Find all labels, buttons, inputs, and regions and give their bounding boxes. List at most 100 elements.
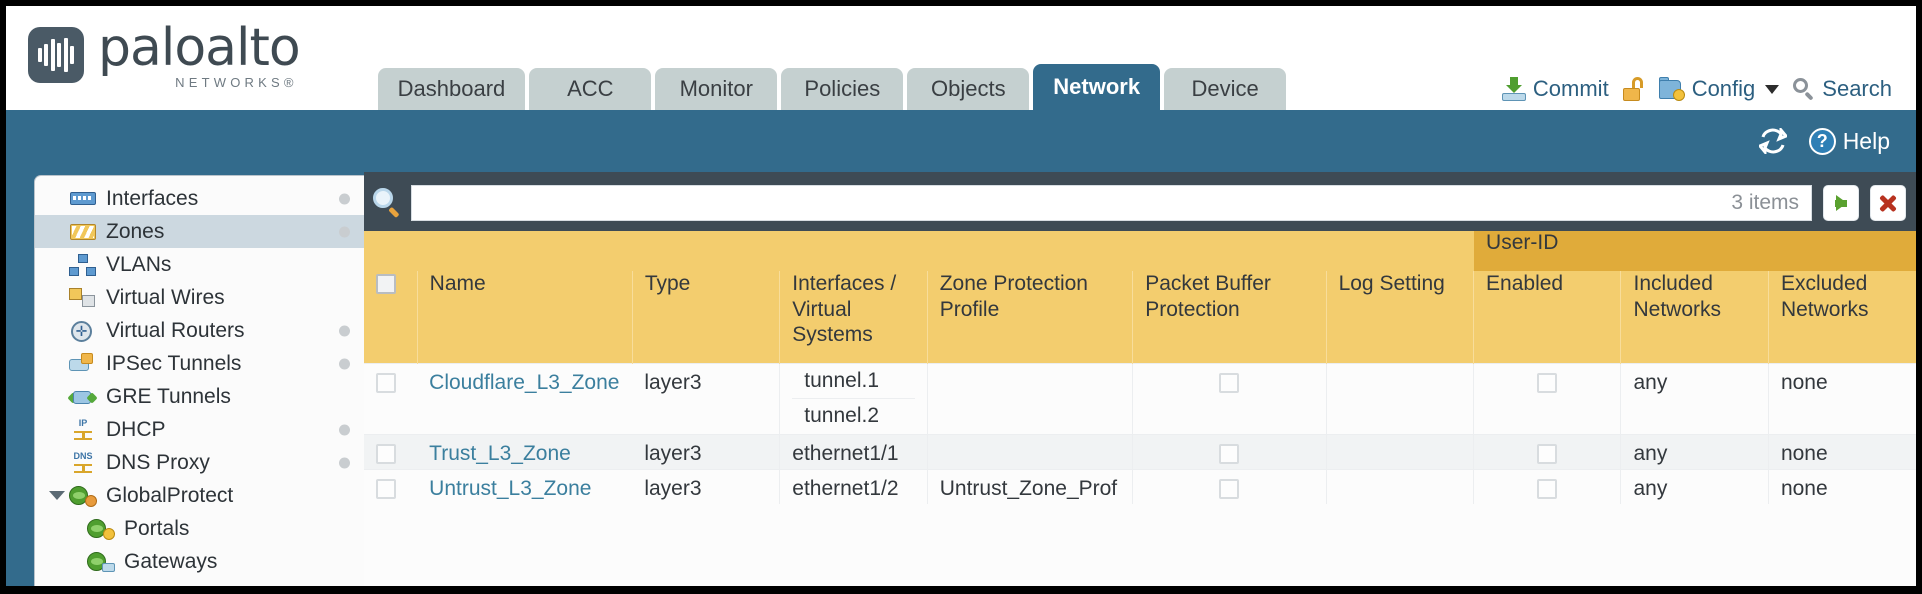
packet-buffer-protection-checkbox[interactable] [1219,372,1240,393]
vlans-icon [69,253,97,276]
table-row[interactable]: Cloudflare_L3_Zone layer3 tunnel.1 tunne… [364,362,1916,434]
userid-enabled-checkbox[interactable] [1537,443,1558,464]
secondary-toolbar: ? Help [6,110,1916,172]
userid-enabled-checkbox[interactable] [1537,478,1558,499]
sidebar-panel: Interfaces Zones VLANs [34,175,364,586]
packet-buffer-protection-checkbox[interactable] [1219,478,1240,499]
sidebar-item-virtual-routers[interactable]: Virtual Routers [35,314,364,347]
zone-name-link[interactable]: Trust_L3_Zone [429,441,571,465]
interfaces-icon [69,188,97,210]
table-row[interactable]: Untrust_L3_Zone layer3 ethernet1/2 Untru… [364,468,1916,504]
column-header-packet-buffer-protection[interactable]: Packet Buffer Protection [1132,271,1327,363]
column-header-log-setting[interactable]: Log Setting [1325,271,1474,363]
logo-wordmark: paloalto [98,17,301,78]
column-header-interfaces[interactable]: Interfaces / Virtual Systems [779,271,928,363]
tab-network[interactable]: Network [1033,64,1161,110]
excluded-networks: none [1780,370,1828,394]
zone-type: layer3 [644,441,702,465]
paloalto-logo: paloalto NETWORKS® [28,17,301,90]
zone-type: layer3 [644,476,702,500]
column-header-enabled[interactable]: Enabled [1473,271,1621,363]
sidebar-item-virtual-wires[interactable]: Virtual Wires [35,281,364,314]
sidebar-item-gateways[interactable]: Gateways [35,545,364,578]
commit-label: Commit [1532,76,1609,101]
commit-icon [1501,77,1526,101]
packet-buffer-protection-checkbox[interactable] [1219,443,1240,464]
dns-proxy-icon: DNS [70,451,98,474]
config-menu[interactable]: Config [1658,76,1780,102]
sidebar-item-interfaces[interactable]: Interfaces [35,182,364,215]
sidebar-item-gre-tunnels[interactable]: GRE Tunnels [35,380,364,413]
zone-name-link[interactable]: Untrust_L3_Zone [429,476,592,500]
column-header-type[interactable]: Type [631,271,780,363]
commit-button[interactable]: Commit [1501,76,1609,102]
items-count-label: 3 items [1731,191,1799,214]
column-header-zone-protection-profile[interactable]: Zone Protection Profile [926,271,1133,363]
column-header-excluded-networks[interactable]: Excluded Networks [1767,271,1916,363]
logo-subtext: NETWORKS® [175,74,298,90]
ipsec-tunnels-icon [69,352,97,375]
tab-monitor[interactable]: Monitor [655,68,778,110]
row-checkbox[interactable] [376,443,396,464]
sidebar-item-label: Virtual Wires [106,285,225,309]
group-header-userid: User-ID [1473,231,1916,271]
included-networks: any [1633,370,1668,394]
sidebar-item-portals[interactable]: Portals [35,512,364,545]
zones-table-container: User-ID Name Type Interfaces / Virtual S… [364,231,1916,586]
zone-type: layer3 [644,370,702,394]
search-icon [1793,78,1815,101]
log-setting [1339,435,1461,442]
sidebar-item-label: GlobalProtect [106,483,234,507]
tab-device[interactable]: Device [1164,68,1287,110]
sidebar-item-vlans[interactable]: VLANs [35,248,364,281]
sidebar-item-label: DNS Proxy [106,450,210,474]
virtual-routers-icon [69,320,97,342]
tab-dashboard[interactable]: Dashboard [377,68,526,110]
sidebar-item-ipsec-tunnels[interactable]: IPSec Tunnels [35,347,364,380]
help-icon: ? [1808,127,1836,155]
table-row[interactable]: Trust_L3_Zone layer3 ethernet1/1 any non… [364,433,1916,469]
expander-triangle-icon[interactable] [49,491,65,500]
refresh-icon[interactable] [1758,128,1787,154]
row-checkbox[interactable] [376,372,396,393]
sidebar-item-zones[interactable]: Zones [35,215,364,248]
apply-filter-button[interactable] [1823,185,1859,221]
zone-name-link[interactable]: Cloudflare_L3_Zone [429,370,620,394]
status-dot [339,193,350,204]
gateways-icon [87,551,115,573]
sidebar-item-dns-proxy[interactable]: DNS DNS Proxy [35,446,364,479]
interface-item: tunnel.2 [804,404,879,427]
globalprotect-icon [69,485,97,507]
green-arrow-icon [1834,195,1847,211]
row-checkbox[interactable] [376,478,396,499]
search-button[interactable]: Search [1793,76,1892,102]
userid-enabled-checkbox[interactable] [1537,372,1558,393]
sidebar-item-globalprotect[interactable]: GlobalProtect [35,479,364,512]
sidebar-item-dhcp[interactable]: IP DHCP [35,413,364,446]
column-header-included-networks[interactable]: Included Networks [1620,271,1769,363]
column-header-name[interactable]: Name [416,271,633,363]
tab-acc[interactable]: ACC [529,68,652,110]
zone-protection-profile: Untrust_Zone_Prof [939,476,1118,500]
tab-objects[interactable]: Objects [907,68,1030,110]
help-button[interactable]: ? Help [1808,127,1890,155]
zone-protection-profile [940,435,1120,442]
select-all-checkbox[interactable] [376,274,396,295]
status-dot [339,325,350,336]
main-panel: 3 items [364,172,1916,586]
filter-bar: 3 items [364,175,1916,231]
body-area: Interfaces Zones VLANs [6,172,1916,586]
interface-item: tunnel.1 [792,364,915,399]
padlock-open-icon[interactable] [1622,77,1645,101]
clear-filter-button[interactable] [1870,185,1906,221]
zone-interfaces: tunnel.1 tunnel.2 [779,362,928,434]
zones-table: User-ID Name Type Interfaces / Virtual S… [364,231,1916,504]
sidebar: Interfaces Zones VLANs [6,172,364,586]
table-header-row: Name Type Interfaces / Virtual Systems Z… [364,271,1916,363]
search-icon[interactable] [372,188,402,219]
chevron-down-icon [1765,84,1780,94]
tab-policies[interactable]: Policies [781,68,904,110]
help-label: Help [1842,127,1890,154]
filter-input[interactable]: 3 items [411,185,1812,221]
red-x-icon [1877,192,1899,214]
